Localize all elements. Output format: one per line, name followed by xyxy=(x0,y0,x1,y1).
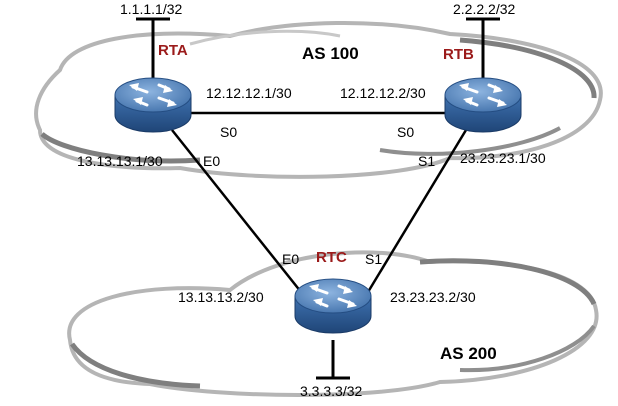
stub-network-icons xyxy=(136,17,500,380)
as100-cloud xyxy=(34,20,603,179)
rtb-loopback-label: 2.2.2.2/32 xyxy=(453,1,516,17)
rtb-s1-label: S1 xyxy=(418,153,436,169)
rtc-s1-ip: 23.23.23.2/30 xyxy=(390,289,476,305)
rta-e0-label: E0 xyxy=(203,153,221,169)
rtc-name: RTC xyxy=(316,249,347,266)
router-icon[interactable] xyxy=(443,76,523,134)
rtb-s0-label: S0 xyxy=(397,124,415,140)
rtc-s1-label: S1 xyxy=(365,251,383,267)
rtb-name: RTB xyxy=(443,46,474,63)
rtc-loopback-label: 3.3.3.3/32 xyxy=(300,383,363,399)
rtc-e0-ip: 13.13.13.2/30 xyxy=(178,289,264,305)
as100-label: AS 100 xyxy=(302,44,359,63)
rta-loopback-label: 1.1.1.1/32 xyxy=(120,1,183,17)
link-rtb-rtc xyxy=(363,129,468,298)
rtb-s0-ip: 12.12.12.2/30 xyxy=(340,85,426,101)
rtc-e0-label: E0 xyxy=(282,251,300,267)
rta-s0-label: S0 xyxy=(220,124,238,140)
rta-s0-ip: 12.12.12.1/30 xyxy=(206,85,292,101)
as200-label: AS 200 xyxy=(440,344,497,363)
links xyxy=(171,111,468,298)
rtb-s1-ip: 23.23.23.1/30 xyxy=(460,150,546,166)
rta-name: RTA xyxy=(158,42,188,59)
rta-e0-ip: 13.13.13.1/30 xyxy=(77,153,163,169)
router-icon[interactable] xyxy=(293,277,373,335)
link-rta-rtc xyxy=(171,129,306,298)
as200-cloud xyxy=(67,250,599,397)
router-icon[interactable] xyxy=(113,76,193,134)
